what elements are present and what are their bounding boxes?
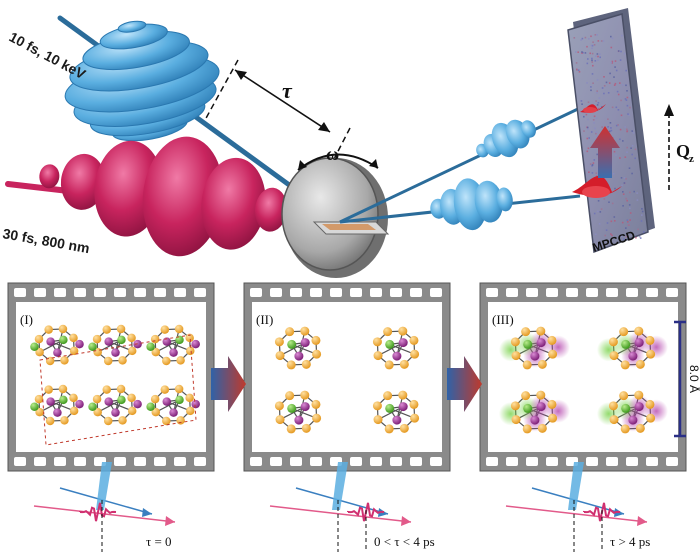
process-arrow-icon (211, 356, 246, 412)
laser-pulse-icon (39, 136, 288, 257)
scale-bar: 8.0 Å (674, 320, 700, 438)
rotation-label: ω (326, 144, 339, 164)
film-frame-icon: (II) 0 < τ < 4 ps (243, 282, 451, 552)
frames-row: (I) τ = 0 (II) 0 < τ < 4 ps (III) τ > 4 ps (7, 282, 687, 552)
process-arrow-icon (447, 356, 482, 412)
momentum-axis: Q z (664, 104, 694, 190)
frame-label: (II) (256, 312, 273, 327)
frame-label: (III) (492, 312, 514, 327)
xray-pulse-label: 10 fs, 10 keV (7, 29, 89, 83)
delay-caption: τ = 0 (146, 534, 172, 549)
detector-speckle (573, 34, 645, 240)
detector-icon: MPCCD (567, 8, 655, 255)
laser-pulse-label: 30 fs, 800 nm (1, 225, 90, 256)
pulse-overlap-inset (33, 462, 176, 552)
film-frame-icon: (III) τ > 4 ps (479, 282, 687, 552)
lattice (274, 326, 420, 434)
xray-pulse-icon (64, 20, 220, 142)
delay-caption: 0 < τ < 4 ps (374, 534, 435, 549)
sample-disk-icon (281, 157, 390, 278)
diffracted-pulse-lower-icon (430, 178, 513, 231)
frame-label: (I) (20, 312, 33, 327)
lattice (30, 324, 200, 446)
rotation-indicator: ω (297, 144, 379, 171)
pulse-overlap-inset (505, 462, 648, 552)
film-frame-icon: (I) τ = 0 (7, 282, 215, 552)
diffracted-pulse-upper-icon (476, 119, 536, 158)
delay-caption: τ > 4 ps (610, 534, 650, 549)
lattice (498, 326, 668, 434)
scale-bar-label: 8.0 Å (687, 365, 700, 393)
pulse-overlap-inset (269, 462, 412, 552)
delay-label: τ (282, 78, 293, 103)
diffracted-beam-upper (339, 106, 581, 224)
momentum-subscript: z (689, 153, 694, 165)
momentum-label: Q (676, 141, 690, 161)
